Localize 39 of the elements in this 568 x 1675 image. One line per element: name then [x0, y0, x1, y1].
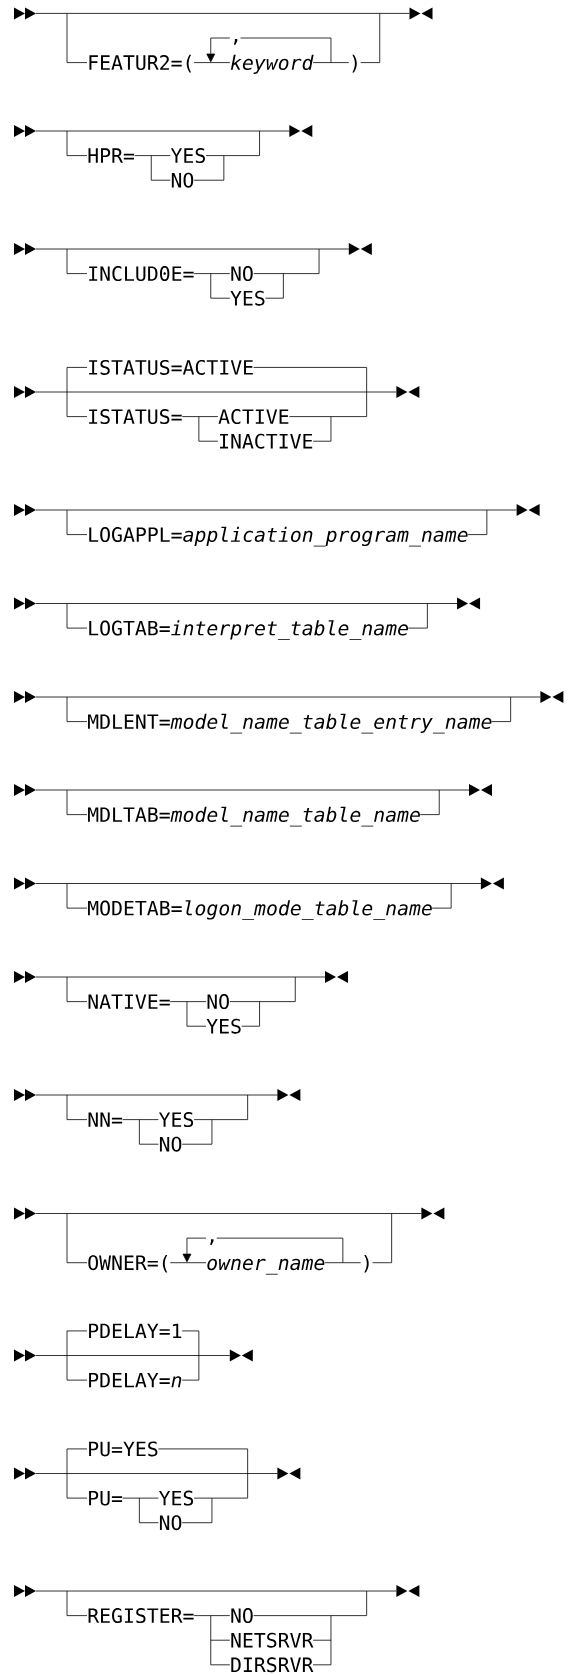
keyword-text: REGISTER=	[88, 1608, 194, 1624]
keyword-text: NN=	[88, 1112, 123, 1127]
keyword-text: PDELAY=n	[89, 1372, 182, 1388]
keyword-text: INACTIVE	[220, 433, 313, 449]
parenthesis-text: )	[364, 1254, 369, 1273]
keyword-text: YES	[206, 1018, 241, 1034]
keyword-text: PU=	[89, 1490, 123, 1506]
keyword-text: DIRSRVR	[231, 1657, 314, 1673]
keyword-text: NO	[231, 1608, 253, 1624]
parenthesis-text: )	[352, 54, 357, 73]
keyword-text: NO	[207, 994, 229, 1010]
keyword-text: MDLTAB=model_name_table_name	[88, 806, 420, 827]
keyword-text: NO	[159, 1515, 182, 1531]
keyword-text: YES	[170, 148, 205, 164]
keyword-text: YES	[158, 1112, 194, 1128]
keyword-text: MODETAB=logon_mode_table_name	[88, 900, 432, 920]
variable-text: keyword	[230, 54, 314, 74]
comma-text: ,	[210, 1239, 214, 1245]
keyword-text: LOGAPPL=application_program_name	[89, 526, 468, 547]
keyword-text: NO	[159, 1136, 182, 1152]
keyword-text: PU=YES	[89, 1441, 158, 1457]
keyword-text: HPR=	[88, 148, 135, 163]
keyword-text: ISTATUS=ACTIVE	[89, 359, 253, 375]
keyword-text: OWNER=(	[88, 1254, 168, 1273]
keyword-text: NATIVE=	[88, 994, 170, 1009]
keyword-text: INCLUD0E=	[89, 266, 194, 282]
keyword-text: YES	[158, 1490, 194, 1506]
keyword-text: MDLENT=model_name_table_entry_name	[88, 713, 492, 734]
keyword-text: NO	[171, 172, 194, 188]
keyword-text: ISTATUS=	[89, 409, 182, 425]
keyword-text: YES	[230, 290, 265, 306]
keyword-text: LOGTAB=interpret_table_name	[89, 620, 408, 640]
keyword-text: FEATUR2=(	[89, 54, 192, 73]
keyword-text: PDELAY=1	[89, 1323, 182, 1339]
variable-text: owner_name	[207, 1258, 325, 1275]
keyword-text: NO	[231, 266, 253, 282]
keyword-text: ACTIVE	[218, 409, 289, 425]
comma-text: ,	[233, 39, 238, 45]
keyword-text: NETSRVR	[231, 1632, 314, 1648]
